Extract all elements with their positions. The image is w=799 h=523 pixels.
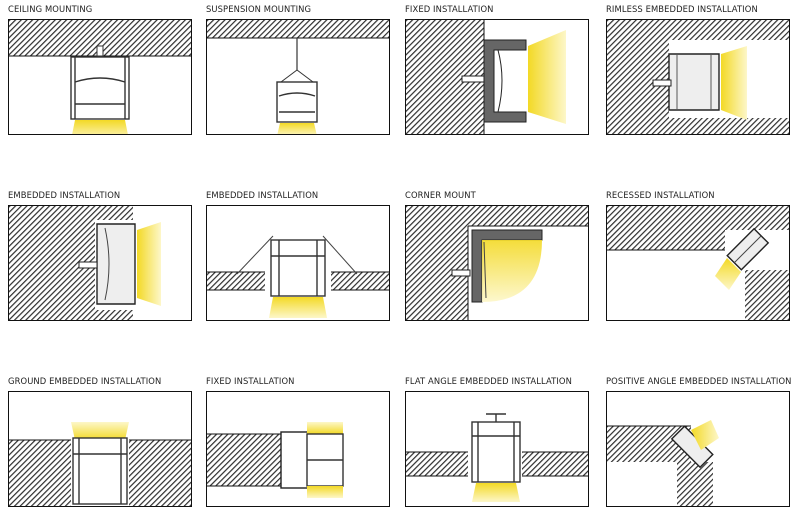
ceiling-mount-diagram: [8, 19, 192, 135]
caption: EMBEDDED INSTALLATION: [206, 190, 319, 200]
caption: FIXED INSTALLATION: [206, 376, 295, 386]
caption: CEILING MOUNTING: [8, 4, 93, 14]
caption: CORNER MOUNT: [405, 190, 476, 200]
caption: RECESSED INSTALLATION: [606, 190, 715, 200]
rimless-embedded-diagram: [606, 19, 790, 135]
flat-angle-diagram: [405, 391, 589, 507]
caption: FIXED INSTALLATION: [405, 4, 494, 14]
caption: FLAT ANGLE EMBEDDED INSTALLATION: [405, 376, 572, 386]
positive-angle-diagram: [606, 391, 790, 507]
caption: SUSPENSION MOUNTING: [206, 4, 312, 14]
caption: POSITIVE ANGLE EMBEDDED INSTALLATION: [606, 376, 792, 386]
caption: EMBEDDED INSTALLATION: [8, 190, 121, 200]
side-fixed-diagram: [206, 391, 390, 507]
corner-mount-diagram: [405, 205, 589, 321]
ceiling-embedded-diagram: [206, 205, 390, 321]
ground-embedded-diagram: [8, 391, 192, 507]
recessed-corner-diagram: [606, 205, 790, 321]
wall-fixed-diagram: [405, 19, 589, 135]
suspension-mount-diagram: [206, 19, 390, 135]
wall-embedded-diagram: [8, 205, 192, 321]
caption: RIMLESS EMBEDDED INSTALLATION: [606, 4, 758, 14]
caption: GROUND EMBEDDED INSTALLATION: [8, 376, 162, 386]
